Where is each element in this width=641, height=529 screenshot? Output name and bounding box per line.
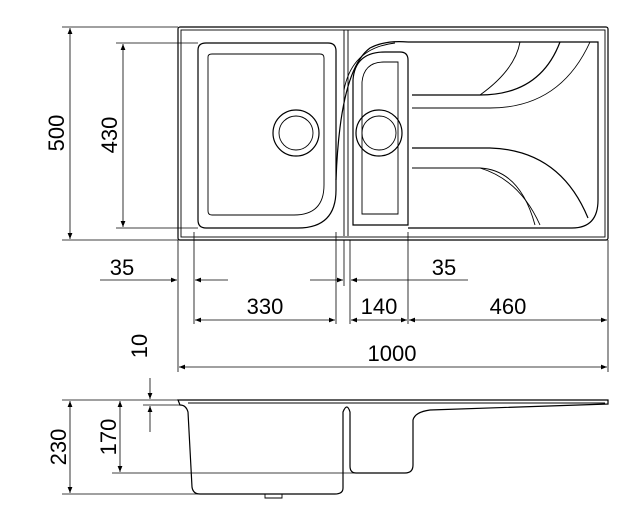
- small-bowl-inner: [361, 61, 399, 215]
- drainer-groove-top-outer: [412, 41, 561, 96]
- small-bowl-drain-inner: [361, 115, 397, 151]
- dim-total-depth-label: 500: [44, 115, 69, 152]
- side-drain-detail: [264, 494, 283, 499]
- dim-small-bowl-label: 140: [361, 294, 398, 319]
- dim-left-margin: 35: [100, 255, 228, 283]
- dim-large-bowl-label: 330: [247, 294, 284, 319]
- dim-large-bowl-height: 230: [46, 399, 200, 495]
- dim-small-bowl-height-label: 170: [96, 419, 121, 456]
- dim-bowl-depth-label: 430: [97, 117, 122, 154]
- dim-bowl-widths: 330 140 460: [195, 294, 607, 323]
- sink-rim-inner: [180, 29, 606, 238]
- dim-total-width-label: 1000: [368, 341, 417, 366]
- side-profile: [177, 399, 609, 495]
- dim-total-width: 1000: [179, 341, 607, 370]
- dim-large-bowl-height-label: 230: [46, 429, 71, 466]
- large-bowl-outer: [197, 42, 337, 229]
- small-bowl-outer: [352, 51, 409, 226]
- drainer-groove-bot-line: [479, 167, 541, 226]
- bowl-connector-curve-2: [343, 42, 396, 91]
- dim-rim-thickness-label: 10: [127, 334, 152, 358]
- drainer-area: [408, 41, 599, 229]
- side-view: [177, 399, 609, 499]
- large-bowl-drain-outer: [272, 109, 320, 157]
- extension-lines: [177, 232, 609, 372]
- sink-outline: [177, 26, 609, 241]
- dim-center-gap: 35: [310, 255, 468, 283]
- large-bowl-drain-inner: [278, 115, 314, 151]
- dim-drainer-label: 460: [490, 294, 527, 319]
- top-view: [177, 26, 609, 241]
- drainer-groove-top-line: [479, 41, 521, 96]
- dim-bowl-depth: 430: [97, 42, 198, 229]
- drainer-groove-bot-outer: [412, 147, 589, 219]
- bowl-connector-curve: [335, 41, 409, 181]
- large-bowl-inner: [207, 53, 325, 216]
- drainer-groove-top-inner: [412, 41, 591, 109]
- drainer-groove-bot-inner: [412, 167, 536, 226]
- small-bowl-drain-outer: [355, 109, 403, 157]
- dim-total-depth: 500: [44, 26, 178, 241]
- dim-small-bowl-height: 170: [96, 399, 356, 474]
- dim-center-gap-label: 35: [432, 255, 456, 280]
- dim-left-margin-label: 35: [110, 255, 134, 280]
- dim-rim-thickness: 10: [127, 334, 180, 432]
